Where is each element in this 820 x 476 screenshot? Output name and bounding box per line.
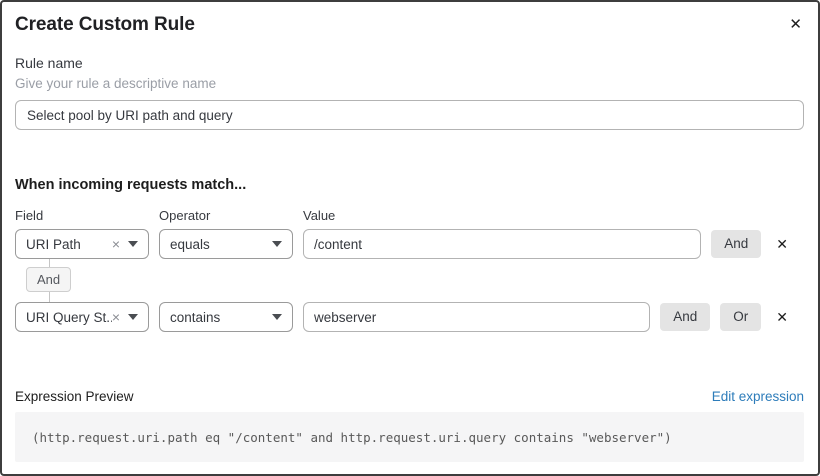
- operator-column-label: Operator: [159, 208, 211, 223]
- field-select[interactable]: URI Path ×: [15, 229, 149, 259]
- match-row: URI Query St... × contains And Or ✕: [15, 302, 804, 332]
- close-icon[interactable]: ✕: [789, 16, 802, 33]
- column-labels: Field Operator Value: [15, 208, 804, 223]
- value-input[interactable]: [303, 229, 702, 259]
- operator-select[interactable]: equals: [159, 229, 293, 259]
- clear-selection-icon[interactable]: ×: [111, 236, 120, 252]
- add-and-condition-button[interactable]: And: [660, 303, 711, 331]
- chevron-down-icon: [272, 314, 282, 320]
- remove-row-icon[interactable]: ✕: [776, 309, 788, 325]
- match-section-heading: When incoming requests match...: [15, 177, 247, 193]
- expression-code: (http.request.uri.path eq "/content" and…: [15, 412, 804, 462]
- operator-select-value: equals: [170, 236, 210, 252]
- expression-preview-header: Expression Preview Edit expression: [15, 389, 804, 404]
- edit-expression-link[interactable]: Edit expression: [711, 389, 804, 404]
- add-or-condition-button[interactable]: Or: [720, 303, 762, 331]
- rule-name-helper-text: Give your rule a descriptive name: [15, 76, 217, 91]
- rule-name-input[interactable]: [15, 100, 804, 130]
- field-select-value: URI Path: [26, 236, 81, 252]
- operator-select[interactable]: contains: [159, 302, 293, 332]
- value-input[interactable]: [303, 302, 651, 332]
- field-column-label: Field: [15, 208, 44, 223]
- clear-selection-icon[interactable]: ×: [111, 309, 120, 325]
- match-row: URI Path × equals And ✕: [15, 229, 804, 259]
- chevron-down-icon: [128, 314, 138, 320]
- condition-connector: And: [15, 259, 804, 302]
- expression-preview-label: Expression Preview: [15, 389, 134, 404]
- and-connector-badge: And: [26, 267, 72, 292]
- remove-row-icon[interactable]: ✕: [776, 236, 788, 252]
- field-select[interactable]: URI Query St... ×: [15, 302, 149, 332]
- chevron-down-icon: [272, 241, 282, 247]
- add-and-condition-button[interactable]: And: [711, 230, 762, 258]
- chevron-down-icon: [128, 241, 138, 247]
- value-column-label: Value: [303, 208, 336, 223]
- dialog-header: Create Custom Rule ✕: [15, 14, 804, 36]
- dialog-title: Create Custom Rule: [15, 14, 195, 35]
- rule-name-label: Rule name: [15, 55, 83, 71]
- field-select-value: URI Query St...: [26, 309, 112, 325]
- operator-select-value: contains: [170, 309, 221, 325]
